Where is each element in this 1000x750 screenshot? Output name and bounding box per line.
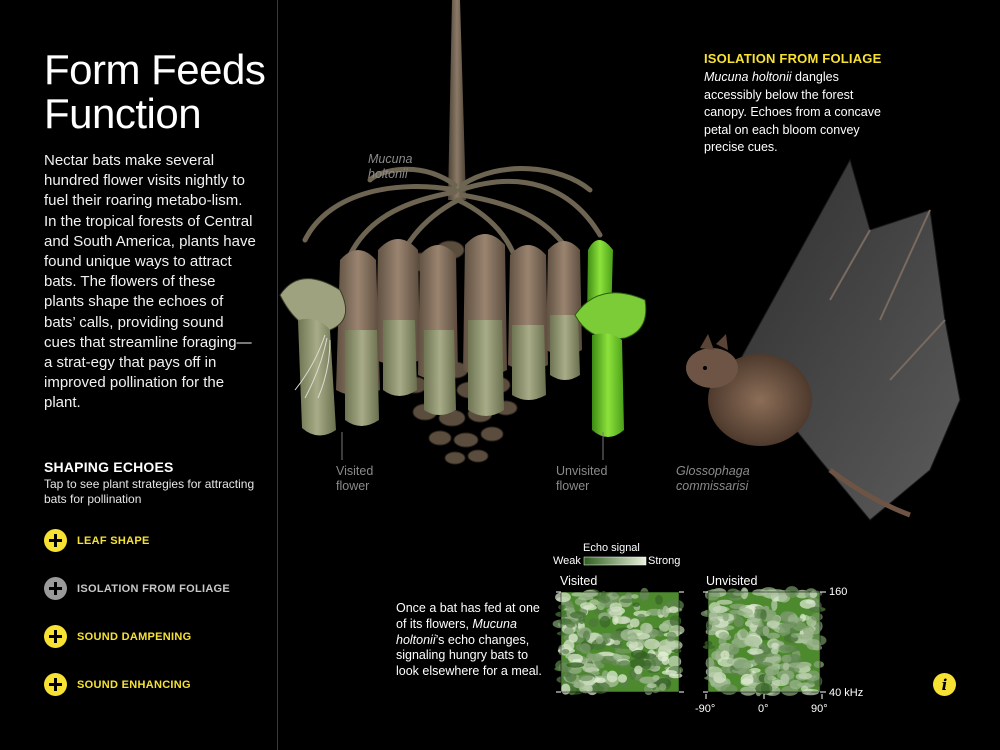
y-axis-bottom-label: 40 kHz <box>829 687 864 699</box>
echo-legend-bar <box>583 556 647 566</box>
strategy-label: ISOLATION FROM FOLIAGE <box>77 582 231 595</box>
echo-legend-strong: Strong <box>648 555 681 567</box>
shaping-echoes-heading: SHAPING ECHOES <box>44 459 174 475</box>
echo-legend-title: Echo signal <box>583 542 640 554</box>
isolation-heading: ISOLATION FROM FOLIAGE <box>704 51 882 66</box>
x-axis-right-label: 90° <box>811 703 828 715</box>
flower-buds <box>336 234 582 426</box>
isolation-text-body: dangles accessibly below the forest cano… <box>704 70 881 154</box>
strategy-sound-enhancing[interactable]: SOUND ENHANCING <box>44 673 191 696</box>
page-title-line2: Function <box>44 90 202 137</box>
strategy-label: SOUND DAMPENING <box>77 630 192 643</box>
unvisited-flower <box>574 240 647 437</box>
echo-caption: Once a bat has fed at one of its flowers… <box>396 601 542 679</box>
isolation-description: Mucuna holtonii dangles accessibly below… <box>704 69 894 157</box>
plus-icon <box>44 673 67 696</box>
strategy-label: SOUND ENHANCING <box>77 678 191 691</box>
y-axis-top-label: 160 <box>829 586 848 598</box>
echo-axes <box>556 591 826 699</box>
plant-stem <box>448 0 466 200</box>
info-button[interactable]: i <box>933 673 956 696</box>
strategy-leaf-shape[interactable]: LEAF SHAPE <box>44 529 150 552</box>
shaping-echoes-subtitle: Tap to see plant strategies for attracti… <box>44 477 255 506</box>
panel-title-visited: Visited <box>560 574 598 588</box>
strategy-sound-dampening[interactable]: SOUND DAMPENING <box>44 625 192 648</box>
unvisited-flower-label: Unvisited flower <box>556 464 608 493</box>
plus-icon <box>44 625 67 648</box>
echo-panel-visited <box>552 587 685 696</box>
bat-illustration <box>686 158 961 521</box>
x-axis-mid-label: 0° <box>758 703 769 715</box>
bat-name-label: Glossophaga commissarisi <box>676 464 750 493</box>
isolation-species: Mucuna holtonii <box>704 70 792 84</box>
strategy-isolation-from-foliage[interactable]: ISOLATION FROM FOLIAGE <box>44 577 230 600</box>
sidebar: Form Feeds Function Nectar bats make sev… <box>0 0 277 750</box>
plant-name-label: Mucuna holtonii <box>368 152 413 181</box>
page-title: Form Feeds Function <box>44 48 274 136</box>
visited-flower-label: Visited flower <box>336 464 374 493</box>
panel-title-unvisited: Unvisited <box>706 574 758 588</box>
echo-panel-unvisited <box>700 586 827 697</box>
page-title-line1: Form Feeds <box>44 46 266 93</box>
plus-icon <box>44 529 67 552</box>
plus-icon <box>44 577 67 600</box>
sidebar-divider <box>277 0 278 750</box>
visited-flower <box>279 278 347 436</box>
echo-legend-weak: Weak <box>553 555 581 567</box>
x-axis-left-label: -90° <box>695 703 716 715</box>
intro-paragraph: Nectar bats make several hundred flower … <box>44 152 256 412</box>
strategy-label: LEAF SHAPE <box>77 534 150 547</box>
